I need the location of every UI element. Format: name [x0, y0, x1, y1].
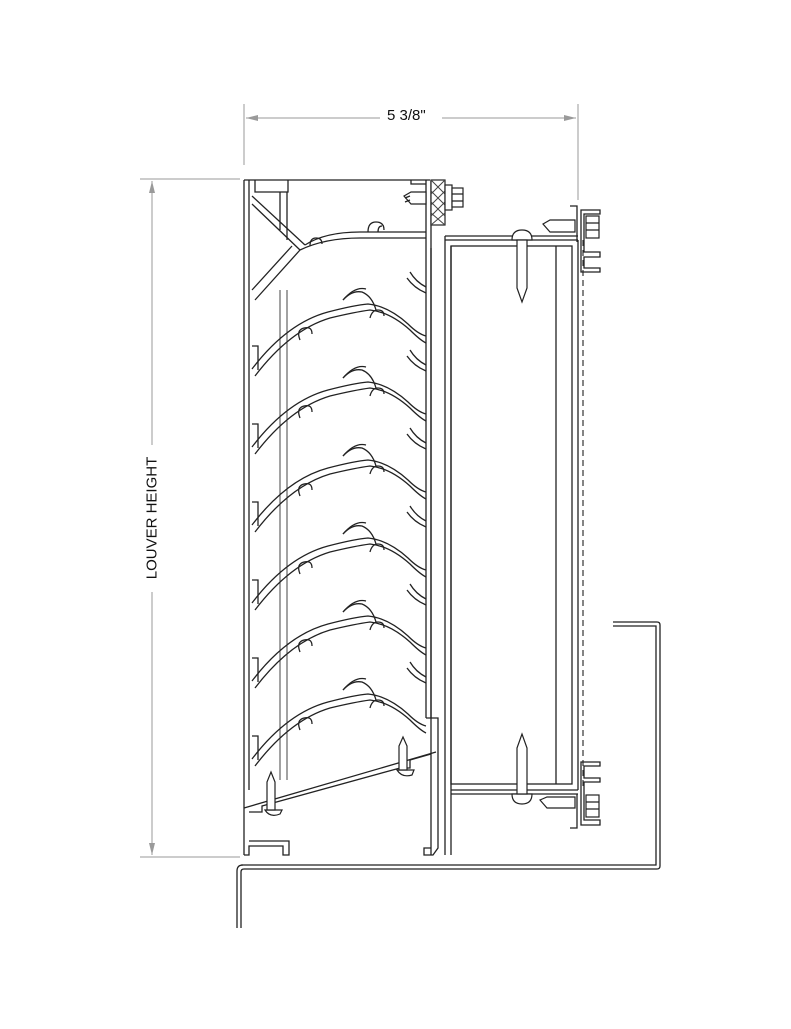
- wall-opening-angle: [236, 621, 661, 928]
- gasket-crosshatch: [430, 179, 446, 226]
- blade-2: [251, 365, 427, 455]
- sill-fastener-left: [263, 770, 283, 816]
- louver-frame-left: [243, 179, 430, 855]
- bottom-mounting-clip: [539, 761, 601, 829]
- sill: [243, 735, 437, 856]
- louver-frame-right: [403, 179, 464, 856]
- bottom-pin: [511, 732, 533, 805]
- blade-4: [251, 521, 427, 611]
- blade-3: [251, 443, 427, 533]
- height-dimension: [140, 178, 240, 858]
- blank-off-panel: [444, 229, 584, 855]
- blade-6: [251, 677, 427, 767]
- top-mounting-clip: [542, 205, 601, 273]
- top-pin: [511, 229, 533, 304]
- blade-1: [251, 287, 427, 377]
- width-dimension: [243, 104, 579, 200]
- sill-fastener-right: [395, 735, 415, 777]
- width-dimension-label: 5 3/8": [381, 107, 432, 124]
- head-member: [251, 195, 426, 301]
- louver-blades: [251, 271, 427, 767]
- blade-5: [251, 599, 427, 689]
- height-dimension-label: LOUVER HEIGHT: [143, 450, 161, 586]
